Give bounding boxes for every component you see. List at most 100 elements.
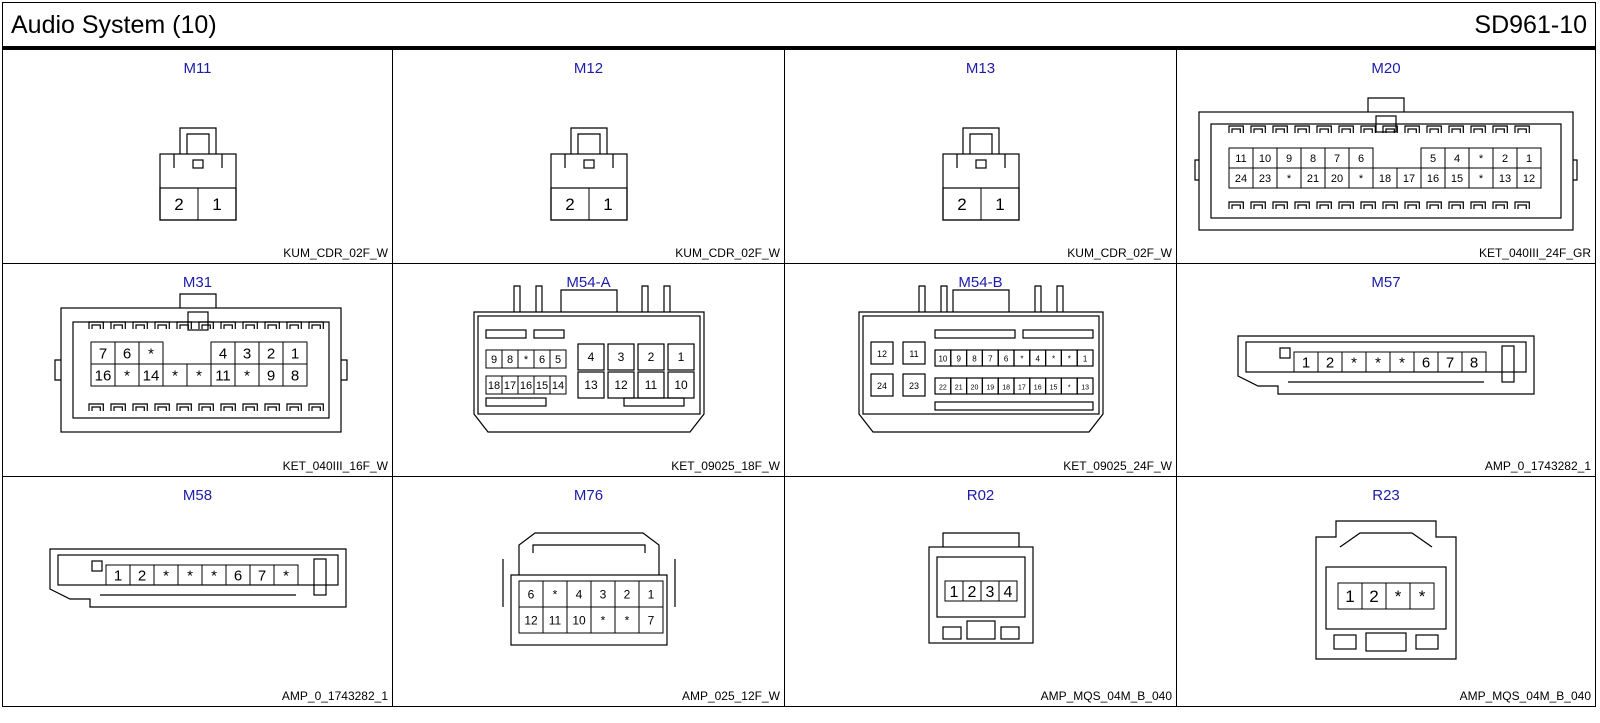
pin-cell: * [1365,351,1391,373]
pin-cell: 8 [282,363,308,387]
housing-outline [192,159,204,169]
rib [1365,632,1407,652]
pin-cell: * [542,580,568,608]
pin-cell: 17 [1396,167,1422,189]
housing-outline [502,559,676,607]
connector-name: R02 [966,487,995,504]
connector-part-number: AMP_MQS_04M_B_040 [1040,689,1172,703]
pin-cell: 1 [638,580,664,608]
latch-tab [286,403,302,411]
latch-tab [1338,125,1354,133]
connector-name: M13 [965,60,996,77]
connector-part-number: KET_040III_16F_W [282,459,388,473]
pin-label: 3 [243,345,251,362]
pin-cell: 8 [501,349,519,369]
rib [485,329,527,339]
housing-outline [858,311,1104,433]
pin-label: 10 [938,355,947,364]
pin-label: 16 [1427,173,1439,185]
pin-box [1076,377,1094,395]
connector-name: M31 [182,274,213,291]
pin-label: 3 [986,584,995,601]
housing-outline [532,544,646,553]
housing-outline [187,311,209,331]
pin-label: * [187,567,193,584]
pin-label: 23 [909,381,919,391]
pin-box [549,349,567,369]
pin-label: * [211,567,217,584]
pin-cell: 4 [1444,147,1470,169]
pin-box [577,343,605,371]
pin-cell: * [138,341,164,365]
latch-tab [1448,125,1464,133]
latch-tab [1514,201,1530,209]
pin-label: 2 [968,584,977,601]
pin-label: 6 [1004,355,1009,364]
pin-cell: 1 [944,580,964,602]
rib [623,397,685,407]
housing-outline [179,127,217,154]
pin-label: * [124,367,130,384]
pin-cell: 2 [942,187,982,221]
pin-label: 1 [995,195,1004,214]
pin-label: * [625,613,630,627]
pin-label: * [1351,354,1357,371]
housing-outline [473,311,705,433]
pin-label: 20 [971,385,979,392]
pin-cell: 15 [1444,167,1470,189]
pin-box [870,341,894,365]
pin-label: 24 [877,381,887,391]
pin-label: 6 [1358,153,1364,165]
pin-label: * [1068,385,1071,392]
pin-label: 6 [1422,354,1430,371]
pin-box [637,343,665,371]
latch-tab [1034,285,1042,312]
housing-outline [60,307,342,433]
pin-label: 2 [624,587,631,601]
pin-box [607,343,635,371]
connector-name: M12 [573,60,604,77]
rib [1000,626,1020,640]
pin-box [1461,351,1487,373]
latch-tab [1360,201,1376,209]
pin-label: 13 [584,378,598,392]
pin-cell: 1 [980,187,1020,221]
pin-cell: 4 [210,341,236,365]
pin-label: 3 [600,587,607,601]
pin-label: 18 [488,380,500,392]
pin-label: 9 [956,355,961,364]
rib [485,397,547,407]
pin-label: 2 [138,567,146,584]
rib [966,620,996,640]
pin-cell: 16 [517,375,535,395]
pin-cell: 1 [197,187,237,221]
latch-tab [1470,125,1486,133]
pin-label: 14 [143,367,160,384]
latch-tab [641,285,649,312]
pin-cell: 18 [485,375,503,395]
pin-label: 14 [552,380,564,392]
pin-label: 7 [1334,153,1340,165]
pin-label: 16 [1034,385,1042,392]
housing-outline [1237,335,1535,395]
pin-label: 5 [1430,153,1436,165]
pin-cell: * [614,606,640,634]
pin-box [667,343,695,371]
pin-box [638,606,664,634]
connector-part-number: KUM_CDR_02F_W [283,246,388,260]
housing-outline [510,574,668,646]
pin-cell: 11 [542,606,568,634]
pin-label: 13 [1081,385,1089,392]
latch-tab [264,321,280,329]
pin-box [588,187,628,221]
pin-label: 2 [174,195,183,214]
pin-cell: 15 [533,375,551,395]
connector-part-number: KUM_CDR_02F_W [1067,246,1172,260]
pin-box [607,371,635,399]
pin-label: 4 [219,345,227,362]
